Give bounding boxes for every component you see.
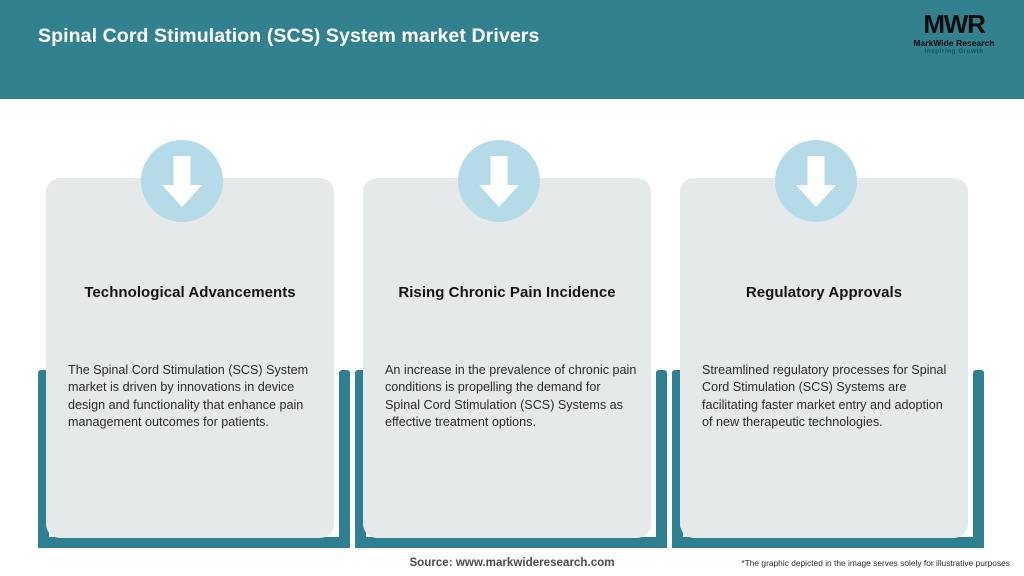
card-body-text: The Spinal Cord Stimulation (SCS) System… — [68, 363, 309, 430]
card-body-text: An increase in the prevalence of chronic… — [385, 363, 637, 430]
arrow-down-icon — [775, 140, 857, 222]
disclaimer-note: *The graphic depicted in the image serve… — [741, 558, 1010, 568]
source-label: Source: www.markwideresearch.com — [409, 556, 615, 569]
accent-bar-left — [355, 370, 366, 548]
accent-bar-bottom — [355, 537, 667, 548]
logo-monogram-icon: MWR — [923, 9, 986, 39]
card-surface: Technological Advancements The Spinal Co… — [46, 178, 334, 538]
arrow-down-icon — [141, 140, 223, 222]
arrow-down-icon — [458, 140, 540, 222]
card-title: Technological Advancements — [84, 284, 296, 301]
driver-card-3: Regulatory Approvals Streamlined regulat… — [672, 140, 1008, 550]
header-band: Spinal Cord Stimulation (SCS) System mar… — [0, 0, 1024, 99]
card-title: Rising Chronic Pain Incidence — [398, 284, 616, 301]
card-accent-frame — [38, 370, 350, 548]
accent-bar-right — [656, 370, 667, 548]
card-surface: Regulatory Approvals Streamlined regulat… — [680, 178, 968, 538]
driver-card-1: Technological Advancements The Spinal Co… — [38, 140, 374, 550]
accent-bar-right — [973, 370, 984, 548]
driver-card-2: Rising Chronic Pain Incidence An increas… — [355, 140, 691, 550]
accent-bar-left — [38, 370, 49, 548]
logo-company-name: MarkWide Research — [913, 38, 995, 48]
card-body-text: Streamlined regulatory processes for Spi… — [702, 363, 947, 430]
accent-bar-left — [672, 370, 683, 548]
company-logo: MWR MarkWide Research Inspiring Growth — [902, 10, 1006, 62]
logo-tagline: Inspiring Growth — [924, 48, 984, 55]
card-accent-frame — [355, 370, 667, 548]
accent-bar-bottom — [38, 537, 350, 548]
page-title: Spinal Cord Stimulation (SCS) System mar… — [38, 25, 540, 47]
card-accent-frame — [672, 370, 984, 548]
card-surface: Rising Chronic Pain Incidence An increas… — [363, 178, 651, 538]
accent-bar-bottom — [672, 537, 984, 548]
accent-bar-right — [339, 370, 350, 548]
card-title: Regulatory Approvals — [745, 284, 903, 301]
